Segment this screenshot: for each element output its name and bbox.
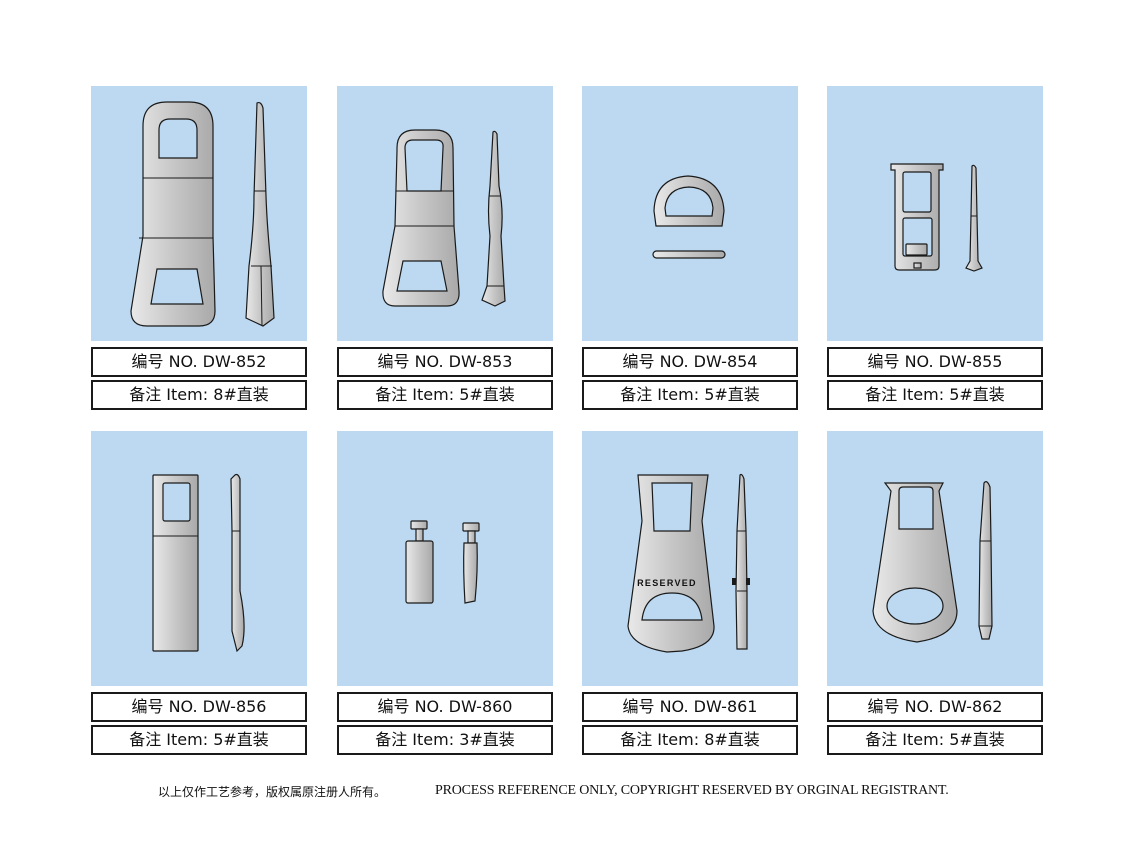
d-ring-icon — [652, 175, 726, 259]
product-image-dw-855 — [827, 86, 1043, 341]
product-image-dw-852 — [91, 86, 307, 341]
product-image-dw-853 — [337, 86, 553, 341]
zipper-puller-icon — [152, 473, 245, 653]
product-item-label: 备注 Item: 5#直装 — [827, 725, 1043, 755]
product-number-label: 编号 NO. DW-856 — [91, 692, 307, 722]
product-number-label: 编号 NO. DW-861 — [582, 692, 798, 722]
product-card-dw-852: 编号 NO. DW-852 备注 Item: 8#直装 — [91, 86, 307, 410]
product-card-dw-861: RESERVED 编号 NO. DW-861 备注 Item: 8#直装 — [582, 431, 798, 755]
product-card-dw-862: 编号 NO. DW-862 备注 Item: 5#直装 — [827, 431, 1043, 755]
zipper-puller-icon — [872, 481, 993, 643]
product-item-label: 备注 Item: 3#直装 — [337, 725, 553, 755]
product-number-label: 编号 NO. DW-860 — [337, 692, 553, 722]
product-card-dw-855: 编号 NO. DW-855 备注 Item: 5#直装 — [827, 86, 1043, 410]
product-item-label: 备注 Item: 5#直装 — [91, 725, 307, 755]
product-card-dw-856: 编号 NO. DW-856 备注 Item: 5#直装 — [91, 431, 307, 755]
reserved-engraving: RESERVED — [637, 578, 697, 588]
zipper-puller-icon — [130, 101, 275, 327]
product-image-dw-854 — [582, 86, 798, 341]
product-image-dw-856 — [91, 431, 307, 686]
product-image-dw-860 — [337, 431, 553, 686]
zipper-puller-icon — [405, 520, 480, 604]
product-number-label: 编号 NO. DW-854 — [582, 347, 798, 377]
product-item-label: 备注 Item: 5#直装 — [827, 380, 1043, 410]
product-item-label: 备注 Item: 5#直装 — [582, 380, 798, 410]
product-card-dw-854: 编号 NO. DW-854 备注 Item: 5#直装 — [582, 86, 798, 410]
product-item-label: 备注 Item: 5#直装 — [337, 380, 553, 410]
zipper-puller-icon — [890, 163, 983, 272]
zipper-puller-icon — [382, 129, 506, 307]
product-card-dw-853: 编号 NO. DW-853 备注 Item: 5#直装 — [337, 86, 553, 410]
footer-disclaimer-en: PROCESS REFERENCE ONLY, COPYRIGHT RESERV… — [435, 783, 949, 798]
zipper-puller-icon: RESERVED — [627, 473, 750, 653]
product-item-label: 备注 Item: 8#直装 — [91, 380, 307, 410]
product-number-label: 编号 NO. DW-853 — [337, 347, 553, 377]
product-number-label: 编号 NO. DW-852 — [91, 347, 307, 377]
footer-disclaimer-cn: 以上仅作工艺参考，版权属原注册人所有。 — [158, 785, 387, 799]
product-item-label: 备注 Item: 8#直装 — [582, 725, 798, 755]
product-number-label: 编号 NO. DW-855 — [827, 347, 1043, 377]
product-card-dw-860: 编号 NO. DW-860 备注 Item: 3#直装 — [337, 431, 553, 755]
product-image-dw-862 — [827, 431, 1043, 686]
product-number-label: 编号 NO. DW-862 — [827, 692, 1043, 722]
product-image-dw-861: RESERVED — [582, 431, 798, 686]
footer-disclaimer: 以上仅作工艺参考，版权属原注册人所有。 PROCESS REFERENCE ON… — [0, 783, 1134, 803]
